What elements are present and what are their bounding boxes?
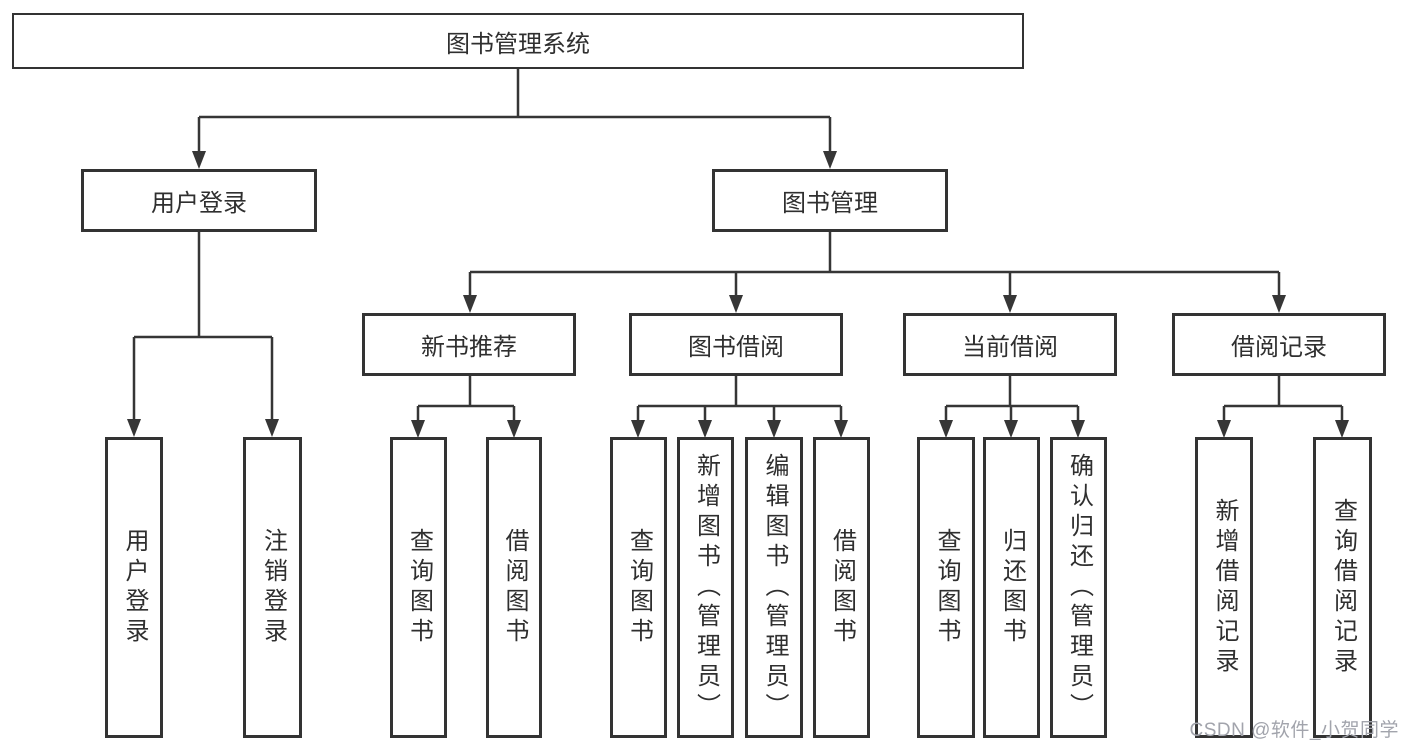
connector-paths [132, 69, 1344, 426]
leaf-query-borrow-record: 查询借阅记录 [1313, 437, 1372, 738]
node-label: 用户登录 [151, 190, 247, 217]
node-label: 图书管理 [782, 190, 878, 217]
leaf-edit-books-admin: 编辑图书（管理员） [745, 437, 803, 738]
leaf-user-login: 用户登录 [105, 437, 163, 738]
node-new-book-recommend: 新书推荐 [362, 313, 576, 376]
leaf-label: 新增图书（管理员） [692, 452, 720, 723]
leaf-label: 借阅图书 [828, 527, 856, 648]
leaf-label: 用户登录 [121, 527, 148, 648]
node-library-management-system: 图书管理系统 [12, 13, 1024, 69]
leaf-borrow-books: 借阅图书 [813, 437, 870, 738]
leaf-label: 确认归还（管理员） [1065, 452, 1093, 723]
node-book-borrow: 图书借阅 [629, 313, 843, 376]
leaf-label: 注销登录 [259, 527, 287, 648]
leaf-label: 查询借阅记录 [1329, 497, 1357, 678]
leaf-borrow-books: 借阅图书 [486, 437, 542, 738]
node-current-borrow: 当前借阅 [903, 313, 1117, 376]
leaf-label: 查询图书 [625, 527, 653, 648]
node-label: 图书借阅 [688, 334, 784, 361]
node-book-management: 图书管理 [712, 169, 948, 232]
leaf-logout: 注销登录 [243, 437, 302, 738]
node-label: 新书推荐 [421, 334, 517, 361]
leaf-label: 编辑图书（管理员） [761, 452, 788, 723]
csdn-watermark: CSDN @软件_小贺同学 [1189, 720, 1399, 741]
leaf-return-books: 归还图书 [983, 437, 1040, 738]
leaf-label: 查询图书 [933, 527, 960, 648]
leaf-add-books-admin: 新增图书（管理员） [677, 437, 734, 738]
leaf-query-books: 查询图书 [390, 437, 447, 738]
node-label: 借阅记录 [1231, 334, 1327, 361]
leaf-label: 归还图书 [998, 527, 1026, 648]
leaf-label: 借阅图书 [501, 527, 528, 648]
node-user-login: 用户登录 [81, 169, 317, 232]
node-borrow-records: 借阅记录 [1172, 313, 1386, 376]
arrowheads [127, 151, 1349, 438]
node-label: 当前借阅 [962, 334, 1058, 361]
leaf-add-borrow-record: 新增借阅记录 [1195, 437, 1253, 738]
leaf-query-books: 查询图书 [610, 437, 667, 738]
leaf-label: 新增借阅记录 [1211, 497, 1238, 678]
node-label: 图书管理系统 [446, 30, 590, 58]
leaf-confirm-return-admin: 确认归还（管理员） [1050, 437, 1107, 738]
leaf-label: 查询图书 [405, 527, 433, 648]
leaf-query-books: 查询图书 [917, 437, 975, 738]
